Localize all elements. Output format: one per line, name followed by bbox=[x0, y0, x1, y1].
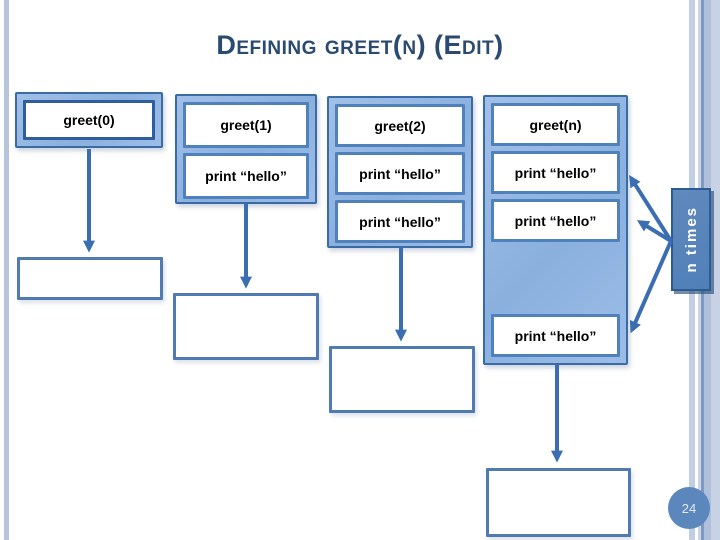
arrow-ntimes-print2 bbox=[636, 220, 673, 243]
stack-statement: print “hello” bbox=[335, 200, 465, 243]
n-times-label: n times bbox=[682, 206, 700, 273]
left-edge-stripe bbox=[4, 0, 9, 540]
return-box-greet1 bbox=[173, 293, 319, 360]
stack-statement: print “hello” bbox=[491, 199, 620, 242]
return-box-greet0 bbox=[17, 257, 163, 300]
stack-statement: print “hello” bbox=[335, 152, 465, 195]
right-edge-stripe bbox=[711, 0, 720, 540]
stack-header: greet(1) bbox=[183, 102, 309, 148]
call-stack-greetn: greet(n) print “hello” print “hello” pri… bbox=[483, 95, 628, 365]
return-box-greetn bbox=[486, 468, 631, 537]
stack-header: greet(n) bbox=[491, 103, 620, 146]
stack-statement-deferred: print “hello” bbox=[491, 314, 620, 357]
stack-header: greet(0) bbox=[23, 100, 155, 140]
return-box-greet2 bbox=[329, 346, 475, 413]
call-stack-greet2: greet(2) print “hello” print “hello” bbox=[327, 96, 473, 248]
n-times-callout: n times bbox=[671, 188, 711, 291]
stack-header: greet(2) bbox=[335, 104, 465, 147]
page-number-badge: 24 bbox=[668, 487, 710, 529]
stack-statement: print “hello” bbox=[183, 153, 309, 199]
call-stack-greet0: greet(0) bbox=[15, 92, 163, 148]
arrow-ntimes-print3 bbox=[629, 240, 673, 334]
arrow-ntimes-print1 bbox=[629, 174, 673, 243]
page-number: 24 bbox=[681, 500, 697, 516]
slide-title: Defining greet(n) (Edit) bbox=[216, 30, 504, 60]
call-stack-greet1: greet(1) print “hello” bbox=[175, 94, 317, 204]
stack-statement: print “hello” bbox=[491, 151, 620, 194]
stack-gap bbox=[491, 247, 620, 309]
